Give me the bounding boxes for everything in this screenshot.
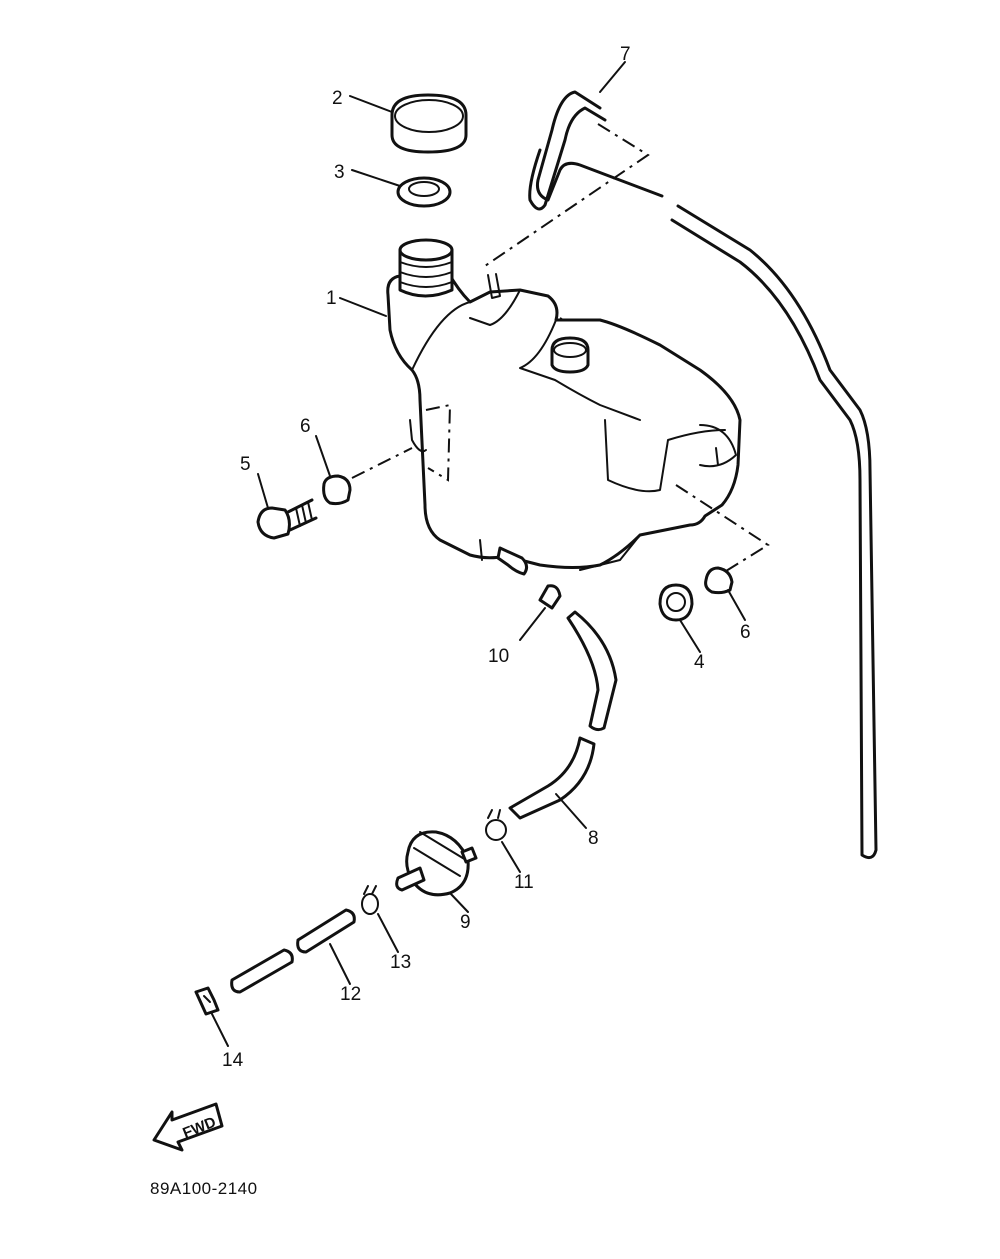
callout-8: 8 (588, 828, 599, 849)
callout-5: 5 (240, 454, 251, 475)
overflow-hose (508, 610, 618, 820)
forward-arrow-icon: FWD (152, 1102, 224, 1152)
hose-clip (194, 986, 220, 1016)
callout-14: 14 (222, 1050, 244, 1071)
callout-9: 9 (460, 912, 471, 933)
grommet (658, 583, 694, 622)
callout-13: 13 (390, 952, 411, 973)
callout-1: 1 (326, 288, 337, 309)
drawing-number: 89A100-2140 (150, 1179, 258, 1198)
callout-2: 2 (332, 88, 343, 109)
bolt (256, 498, 318, 540)
callout-10: 10 (488, 646, 509, 667)
tank-cap (390, 93, 468, 154)
callout-3: 3 (334, 162, 345, 183)
leader-lines (211, 61, 746, 1047)
reservoir-tank (386, 238, 742, 576)
short-hose (230, 908, 356, 994)
hose-clamp-13 (361, 885, 379, 915)
callout-12: 12 (340, 984, 361, 1005)
filter (395, 830, 478, 897)
hose-clamp-top (538, 584, 562, 610)
breather-hose (528, 90, 878, 860)
callout-4: 4 (694, 652, 705, 673)
hose-clamp-11 (485, 809, 507, 841)
callout-7: 7 (620, 44, 631, 65)
collar-left (322, 474, 352, 506)
callout-11: 11 (514, 872, 534, 893)
collar-right (704, 566, 734, 595)
cap-gasket (396, 176, 452, 208)
callout-6-right: 6 (740, 622, 751, 643)
callout-6-left: 6 (300, 416, 311, 437)
